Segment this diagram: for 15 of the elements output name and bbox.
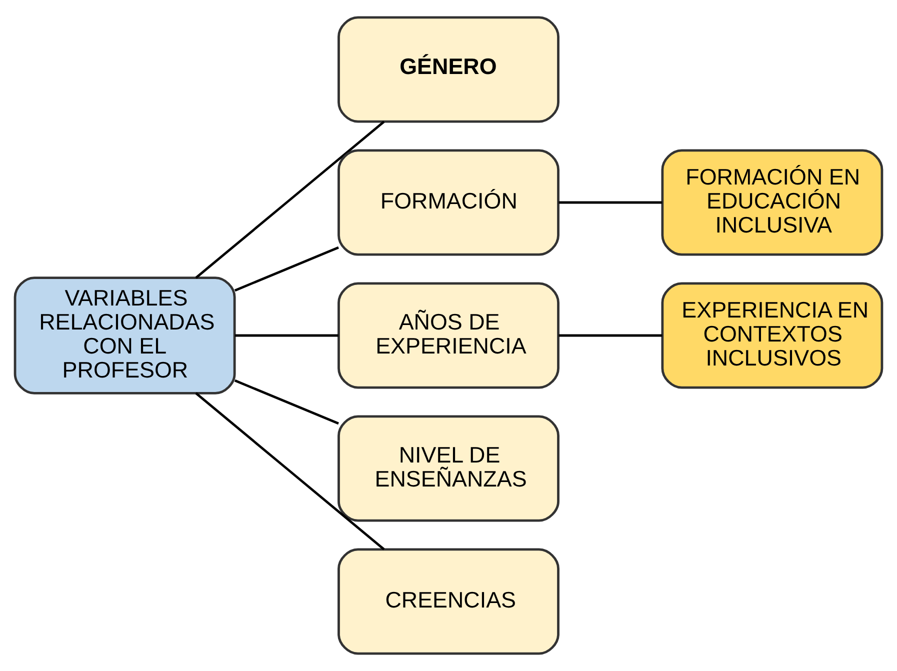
connector xyxy=(195,120,385,279)
connector xyxy=(234,379,339,425)
connector xyxy=(234,334,338,337)
node-box: FORMACIÓN xyxy=(338,149,560,256)
node-box: GÉNERO xyxy=(338,16,560,123)
node-box: FORMACIÓN EN EDUCACIÓN INCLUSIVA xyxy=(661,149,884,256)
connector xyxy=(195,392,385,550)
node-box: EXPERIENCIA EN CONTEXTOS INCLUSIVOS xyxy=(661,282,884,389)
connector xyxy=(234,246,339,292)
node-box: AÑOS DE EXPERIENCIA xyxy=(338,282,560,389)
node-box: VARIABLES RELACIONADAS CON EL PROFESOR xyxy=(14,276,236,394)
node-box: CREENCIAS xyxy=(338,548,560,655)
node-box: NIVEL DE ENSEÑANZAS xyxy=(338,415,560,522)
connector xyxy=(558,201,662,204)
connector xyxy=(558,334,662,337)
